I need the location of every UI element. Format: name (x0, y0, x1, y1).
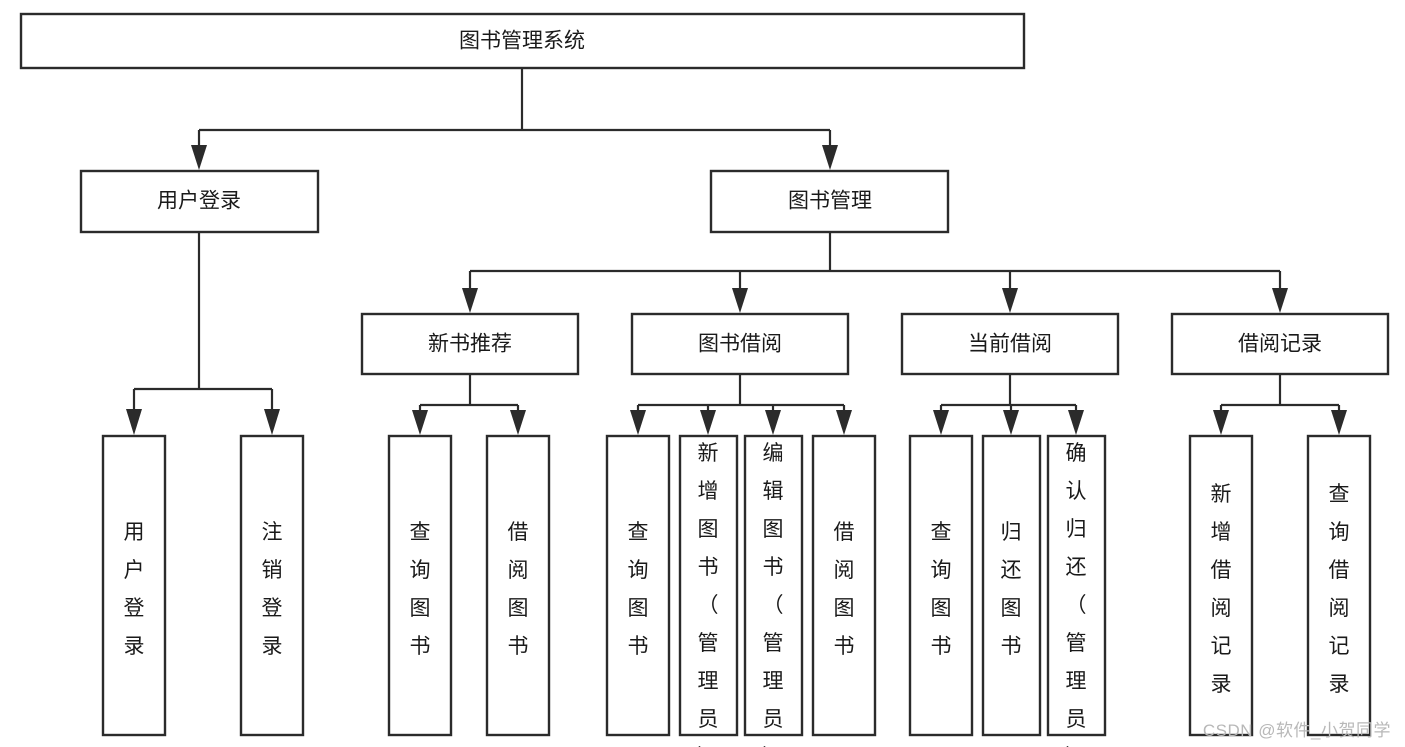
node-current-borrow-box[interactable] (900, 312, 1120, 376)
arrow-head-leaf-user-logout (264, 409, 280, 435)
arrow-head-leaf-edit-book (765, 410, 781, 435)
node-leaf-borrow-book-1-box[interactable] (485, 434, 551, 737)
node-leaf-return-book[interactable]: 归还图书 (981, 434, 1042, 737)
arrow-head-leaf-add-record (1213, 410, 1229, 435)
node-leaf-query-book-1-box[interactable] (387, 434, 453, 737)
connector-group-user-login-to-leaves (126, 232, 280, 435)
arrow-head-book-borrow (732, 288, 748, 313)
node-borrow-record-label: 借阅记录 (1238, 333, 1322, 356)
node-current-borrow-label: 当前借阅 (968, 333, 1052, 356)
node-leaf-user-login[interactable]: 用户登录 (101, 434, 167, 737)
arrow-head-new-book-recommend (462, 288, 478, 313)
node-leaf-borrow-book-2-label: 借阅图书 (834, 521, 855, 658)
connector-group-current-borrow-to-leaves (933, 374, 1084, 435)
node-leaf-user-login-box[interactable] (101, 434, 167, 737)
node-leaf-borrow-book-2[interactable]: 借阅图书 (811, 434, 877, 737)
arrow-head-leaf-query-book-3 (933, 410, 949, 435)
node-leaf-query-book-3-box[interactable] (908, 434, 974, 737)
node-leaf-query-record[interactable]: 查询借阅记录 (1306, 434, 1372, 737)
node-root-label: 图书管理系统 (459, 30, 585, 53)
node-leaf-query-record-box[interactable] (1306, 434, 1372, 737)
node-leaf-edit-book[interactable]: 编辑图书（管理员） (743, 434, 804, 747)
node-user-login-label: 用户登录 (157, 190, 241, 213)
node-leaf-query-book-1-label: 查询图书 (410, 521, 431, 658)
node-leaf-query-book-1[interactable]: 查询图书 (387, 434, 453, 737)
node-leaf-query-book-2-box[interactable] (605, 434, 671, 737)
arrow-head-leaf-query-book-2 (630, 410, 646, 435)
node-leaf-return-book-box[interactable] (981, 434, 1042, 737)
arrow-head-leaf-user-login (126, 409, 142, 435)
arrow-head-leaf-query-book-1 (412, 410, 428, 435)
node-leaf-user-logout-box[interactable] (239, 434, 305, 737)
connector-group-book-borrow-to-leaves (630, 374, 852, 435)
node-borrow-record[interactable]: 借阅记录 (1170, 312, 1390, 376)
node-current-borrow[interactable]: 当前借阅 (900, 312, 1120, 376)
node-leaf-user-login-label: 用户登录 (124, 521, 145, 658)
node-book-borrow-box[interactable] (630, 312, 850, 376)
connector-group-borrow-record-to-leaves (1213, 374, 1347, 435)
node-leaf-add-record-label: 新增借阅记录 (1211, 483, 1232, 696)
node-leaf-borrow-book-2-box[interactable] (811, 434, 877, 737)
node-leaf-add-book-label: 新增图书（管理员） (698, 442, 719, 747)
arrow-head-leaf-return-book (1003, 410, 1019, 435)
node-user-login-box[interactable] (79, 169, 320, 234)
node-book-borrow-label: 图书借阅 (698, 333, 782, 356)
arrow-head-leaf-borrow-book-2 (836, 410, 852, 435)
node-root[interactable]: 图书管理系统 (19, 12, 1026, 70)
arrow-head-current-borrow (1002, 288, 1018, 313)
arrow-head-leaf-query-record (1331, 410, 1347, 435)
node-leaf-add-book[interactable]: 新增图书（管理员） (678, 434, 739, 747)
node-borrow-record-box[interactable] (1170, 312, 1390, 376)
node-leaf-query-book-2-label: 查询图书 (628, 521, 649, 658)
node-leaf-add-record-box[interactable] (1188, 434, 1254, 737)
arrow-head-borrow-record (1272, 288, 1288, 313)
arrow-head-leaf-confirm-return (1068, 410, 1084, 435)
node-leaf-borrow-book-1[interactable]: 借阅图书 (485, 434, 551, 737)
node-new-book-recommend-label: 新书推荐 (428, 333, 512, 356)
node-book-borrow[interactable]: 图书借阅 (630, 312, 850, 376)
node-new-book-recommend[interactable]: 新书推荐 (360, 312, 580, 376)
node-leaf-query-record-label: 查询借阅记录 (1329, 483, 1350, 696)
node-leaf-query-book-3-label: 查询图书 (931, 521, 952, 658)
node-leaf-confirm-return-box[interactable] (1046, 434, 1107, 737)
node-user-login[interactable]: 用户登录 (79, 169, 320, 234)
arrow-head-leaf-borrow-book-1 (510, 410, 526, 435)
node-leaf-user-logout-label: 注销登录 (262, 521, 283, 658)
node-leaf-add-book-box[interactable] (678, 434, 739, 737)
node-leaf-confirm-return[interactable]: 确认归还（管理员） (1046, 434, 1107, 747)
connector-group-book-manage-to-level3 (462, 232, 1288, 313)
arrow-head-book-manage (822, 145, 838, 170)
node-leaf-confirm-return-label: 确认归还（管理员） (1066, 442, 1087, 747)
node-leaf-query-book-2[interactable]: 查询图书 (605, 434, 671, 737)
node-leaf-borrow-book-1-label: 借阅图书 (508, 521, 529, 658)
node-root-box[interactable] (19, 12, 1026, 70)
arrow-head-user-login (191, 145, 207, 170)
node-book-manage[interactable]: 图书管理 (709, 169, 950, 234)
node-book-manage-box[interactable] (709, 169, 950, 234)
node-book-manage-label: 图书管理 (788, 190, 872, 213)
arrow-head-leaf-add-book (700, 410, 716, 435)
connector-group-new-book-recommend-to-leaves (412, 374, 526, 435)
connector-group-root-to-level2 (191, 68, 838, 170)
node-leaf-edit-book-box[interactable] (743, 434, 804, 737)
node-leaf-add-record[interactable]: 新增借阅记录 (1188, 434, 1254, 737)
node-leaf-query-book-3[interactable]: 查询图书 (908, 434, 974, 737)
node-new-book-recommend-box[interactable] (360, 312, 580, 376)
node-leaf-return-book-label: 归还图书 (1001, 521, 1022, 658)
node-leaf-user-logout[interactable]: 注销登录 (239, 434, 305, 737)
